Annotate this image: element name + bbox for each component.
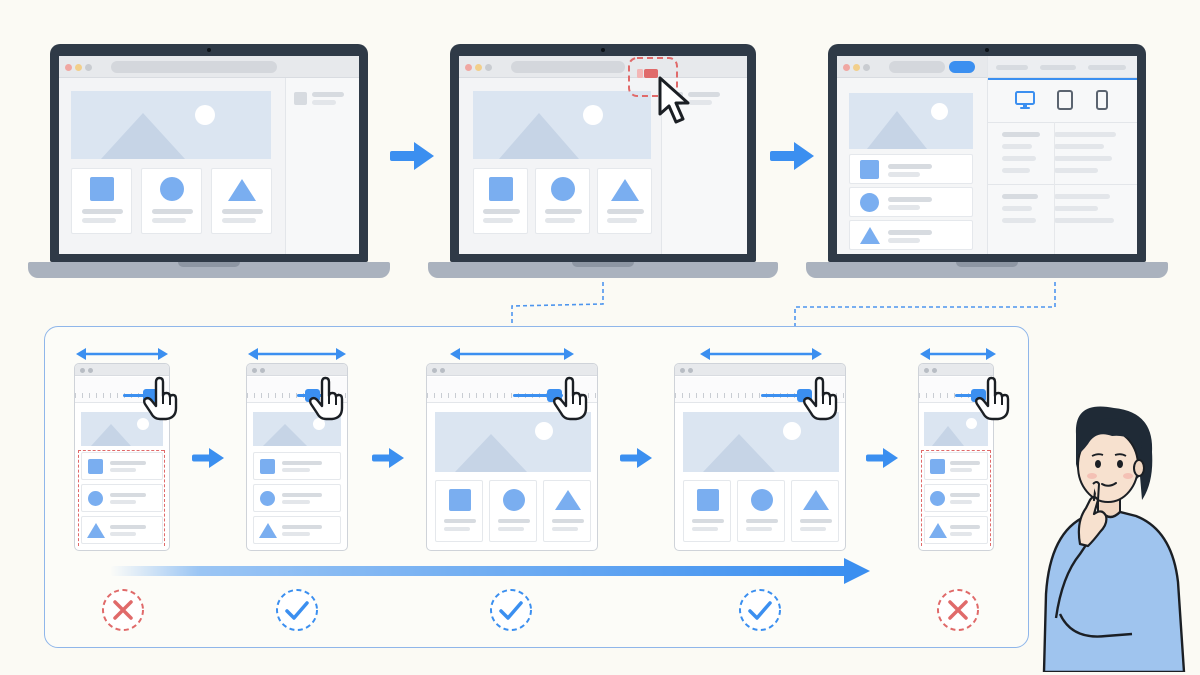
laptop-3 (806, 44, 1168, 280)
check-circle-icon (276, 589, 318, 631)
phone-icon[interactable] (1095, 89, 1109, 111)
arrow-right-icon (372, 448, 404, 468)
arrow-head-icon (844, 558, 870, 584)
thinking-person-icon (1042, 406, 1186, 672)
viewport-frame-3 (426, 363, 598, 551)
pointer-hand-icon (143, 376, 178, 421)
tablet-icon[interactable] (1056, 89, 1074, 111)
viewport-frame-5 (918, 363, 994, 551)
arrow-right-icon (192, 448, 224, 468)
browser-toolbar (837, 56, 987, 78)
laptop-3-screen (837, 56, 1137, 254)
devtools-panel (987, 56, 1137, 254)
width-progress-arrow (110, 566, 850, 576)
card-circle (141, 168, 202, 234)
laptop-2 (428, 44, 778, 280)
responsive-toggle[interactable] (949, 61, 975, 73)
address-bar[interactable] (889, 61, 945, 73)
arrow-right-icon (866, 448, 898, 468)
pointer-hand-icon (803, 376, 838, 421)
check-circle-icon (739, 589, 781, 631)
desktop-icon[interactable] (1014, 90, 1036, 110)
viewport-frame-1 (74, 363, 170, 551)
width-arrows (76, 348, 996, 360)
mouse-pointer-icon (658, 76, 690, 124)
connector-lines (511, 282, 1056, 327)
address-bar[interactable] (511, 61, 625, 73)
pointer-hand-icon (309, 376, 344, 421)
laptop-1-screen (59, 56, 359, 254)
pointer-hand-icon (975, 376, 1010, 421)
hero-image (473, 91, 651, 159)
card-square (473, 168, 528, 234)
address-bar[interactable] (111, 61, 277, 73)
check-circle-icon (490, 589, 532, 631)
card-circle (535, 168, 590, 234)
list-item (849, 154, 973, 184)
browser-toolbar (459, 56, 747, 78)
arrow-right-icon (390, 142, 434, 170)
browser-toolbar (59, 56, 359, 78)
card-triangle (597, 168, 652, 234)
side-panel (285, 78, 359, 254)
hero-image (849, 93, 973, 149)
card-square (71, 168, 132, 234)
hero-image (71, 91, 271, 159)
laptop-1 (28, 44, 390, 280)
x-circle-icon (102, 589, 144, 631)
laptop-2-screen (459, 56, 747, 254)
card-triangle (211, 168, 272, 234)
arrow-right-icon (620, 448, 652, 468)
devtools-toggle-button[interactable] (626, 55, 682, 99)
arrow-right-icon (770, 142, 814, 170)
list-item (849, 187, 973, 217)
x-circle-icon (937, 589, 979, 631)
pointer-hand-icon (553, 376, 588, 421)
list-item (849, 220, 973, 250)
